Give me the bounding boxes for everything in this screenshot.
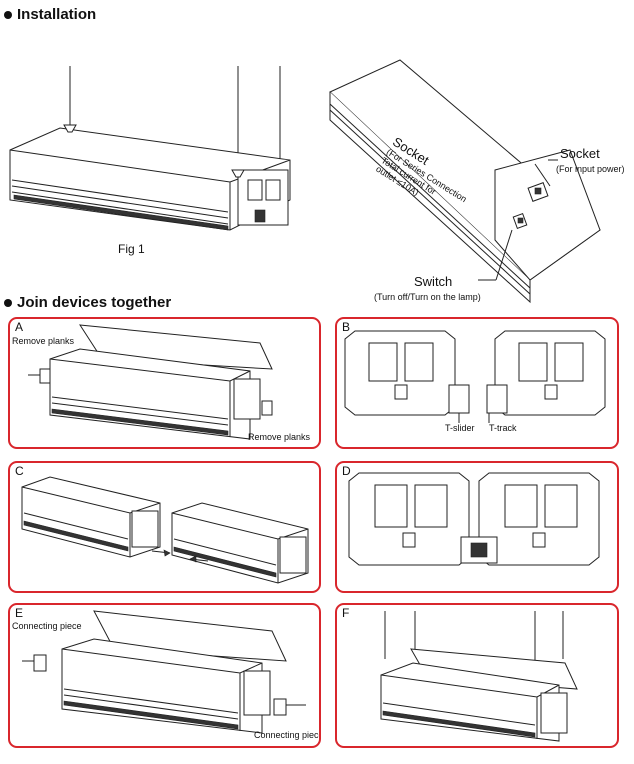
- panel-b-letter: B: [342, 320, 351, 334]
- switch-title: Switch: [414, 274, 453, 289]
- bullet-icon: [4, 10, 12, 19]
- panel-a-label-top: Remove planks: [12, 336, 75, 346]
- panel-e-letter: E: [15, 606, 24, 620]
- socket-input-note: (For input power): [556, 164, 625, 174]
- panel-e: E Connecting piece Connecting piece: [8, 603, 321, 748]
- panel-c-letter: C: [15, 464, 24, 478]
- panel-a: A Remove planks Remove planks: [8, 317, 321, 449]
- fig1-hanging-lamp-illustration: Fig 1: [0, 30, 310, 270]
- panel-d: D: [335, 461, 619, 593]
- switch-note: (Turn off/Turn on the lamp): [374, 292, 481, 302]
- installation-heading: Installation: [4, 6, 96, 23]
- panel-a-label-bottom: Remove planks: [248, 432, 311, 442]
- bullet-icon: [4, 298, 12, 307]
- panel-d-letter: D: [342, 464, 351, 478]
- panel-f-letter: F: [342, 606, 350, 620]
- panel-c: C: [8, 461, 321, 593]
- socket-input-title: Socket: [560, 146, 600, 161]
- installation-heading-text: Installation: [17, 6, 97, 23]
- fig1-label: Fig 1: [118, 242, 145, 256]
- panel-b-label-slider: T-slider: [445, 423, 475, 433]
- panel-b-label-track: T-track: [489, 423, 517, 433]
- join-devices-heading-text: Join devices together: [17, 294, 172, 311]
- panel-f: F: [335, 603, 619, 748]
- panel-a-letter: A: [15, 320, 24, 334]
- driver-box-illustration: Socket (For Series Connection Total curr…: [320, 40, 630, 304]
- panel-e-label-top: Connecting piece: [12, 621, 82, 631]
- panel-b: B T-slider T-track: [335, 317, 619, 449]
- panel-e-label-bottom: Connecting piece: [254, 730, 321, 740]
- join-devices-heading: Join devices together: [4, 294, 171, 311]
